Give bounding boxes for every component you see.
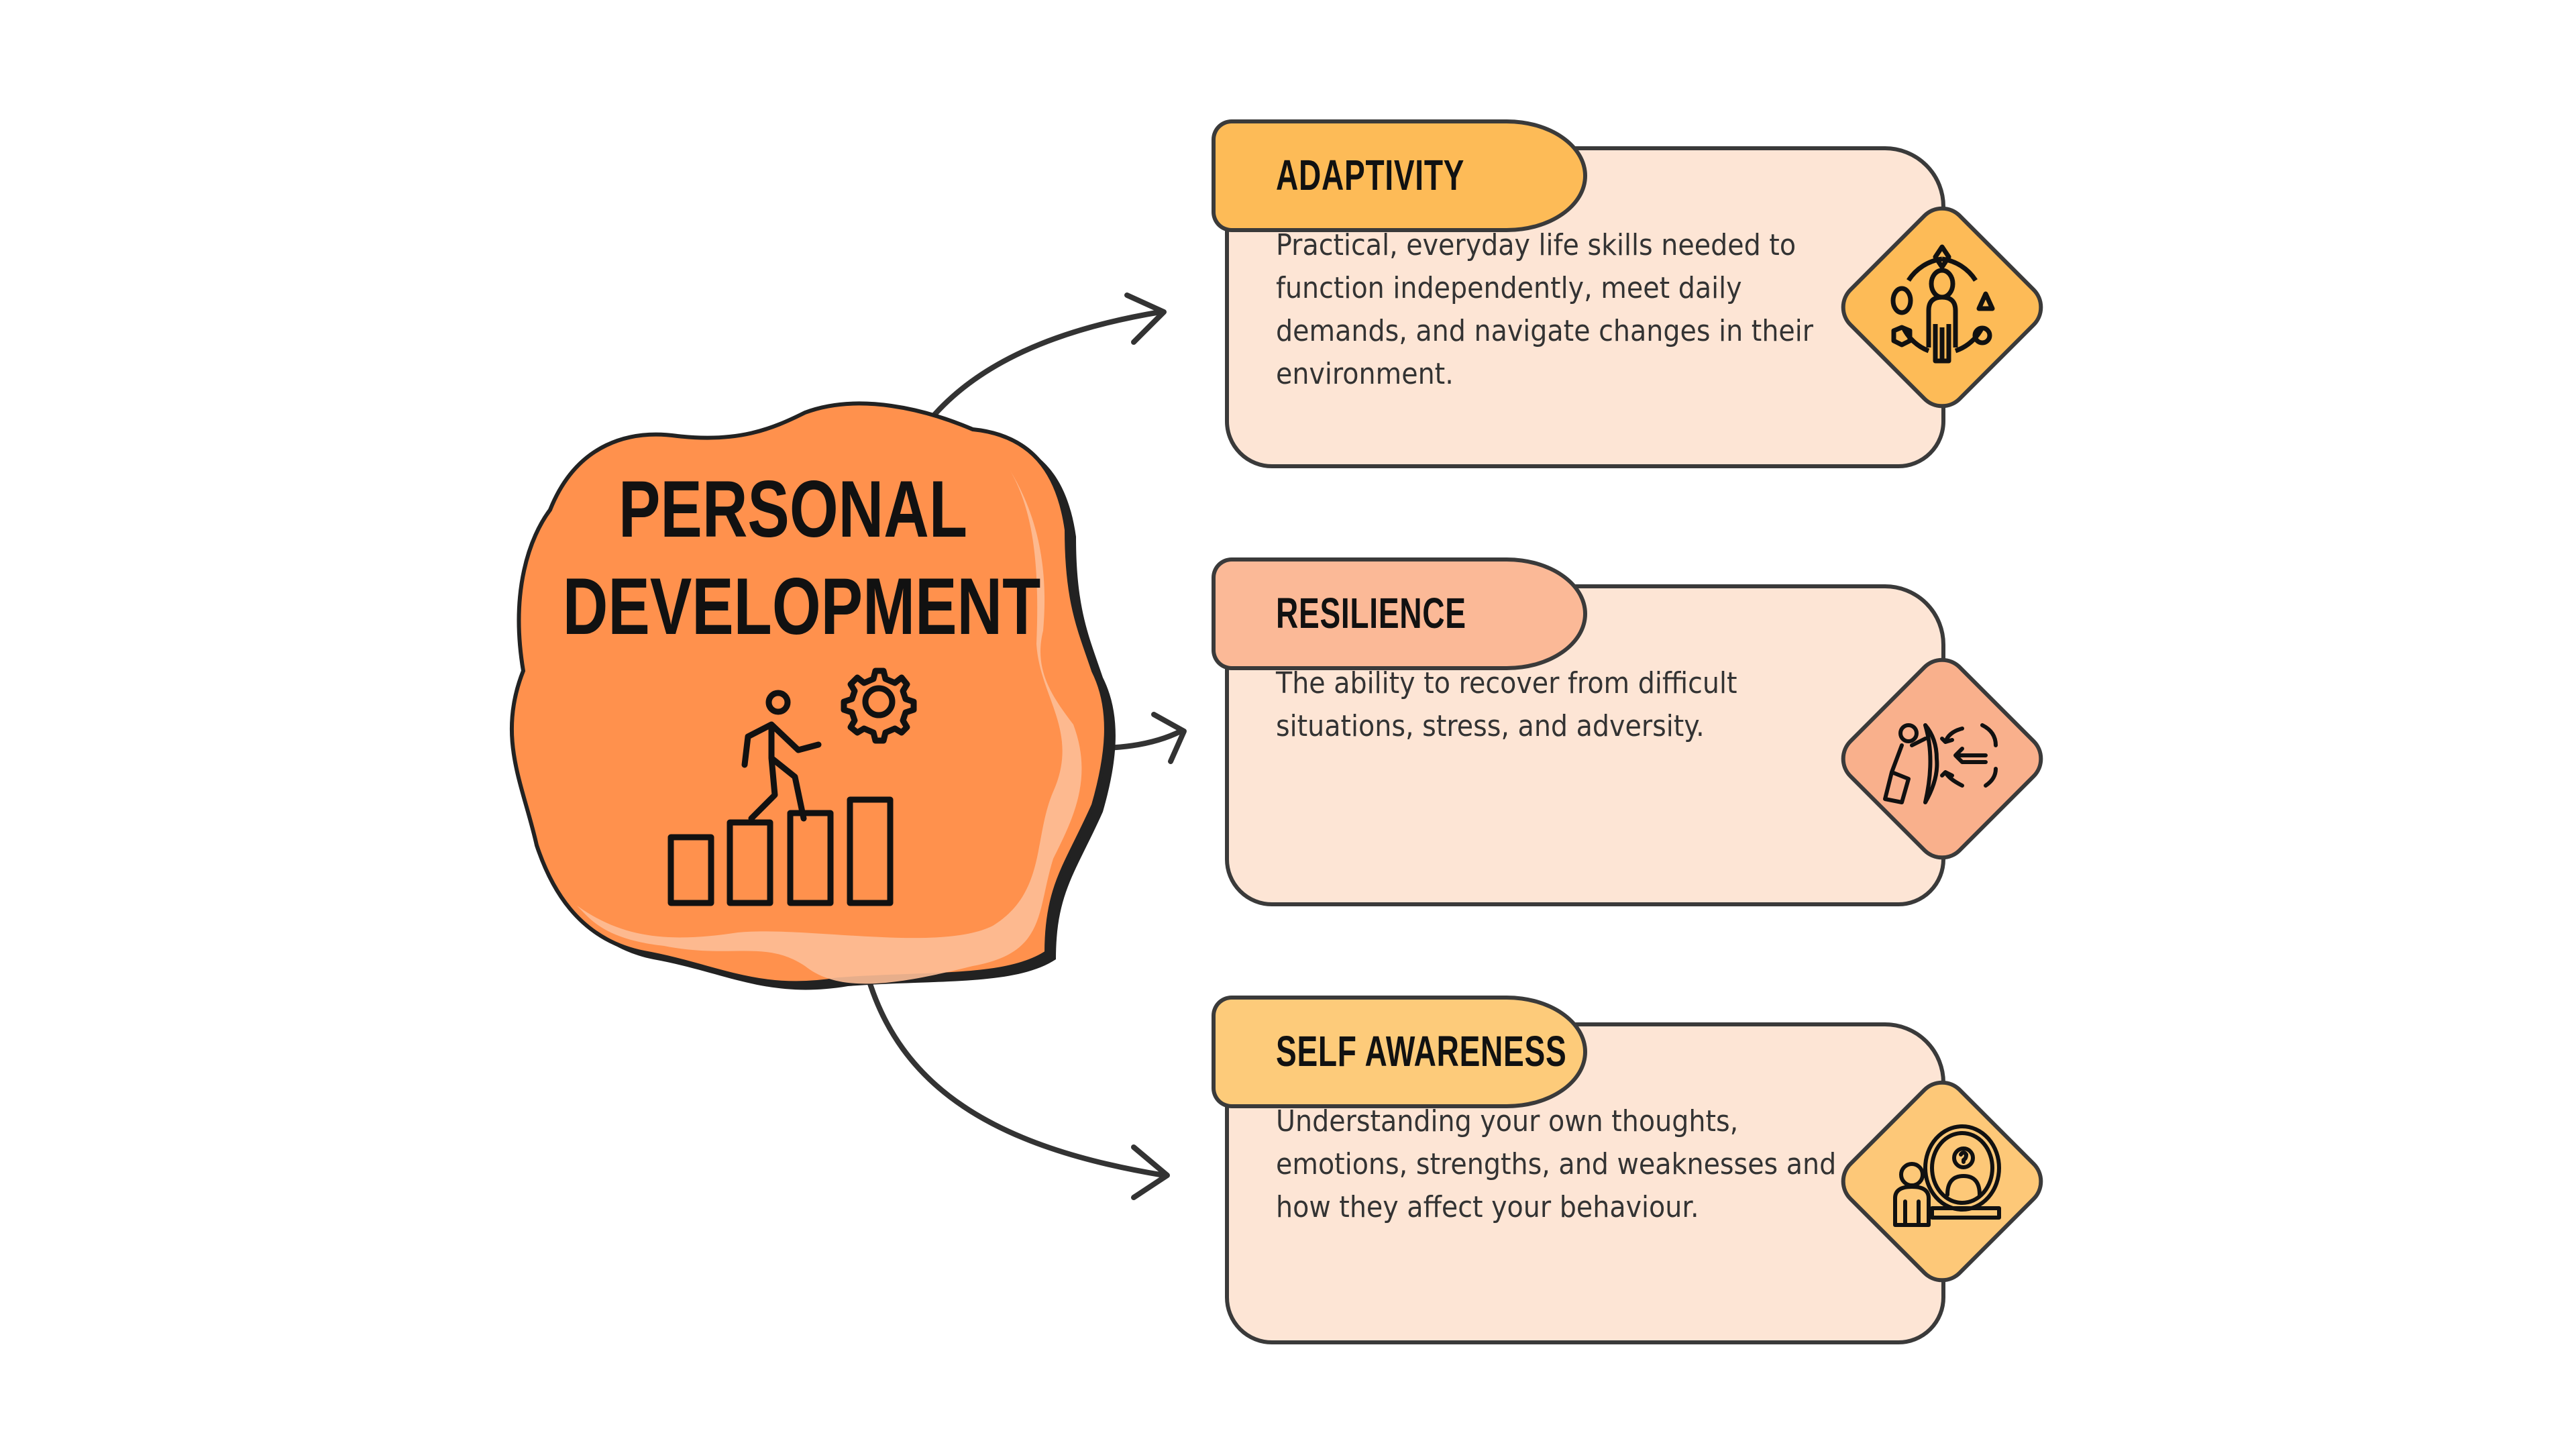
self-awareness-title: SELF AWARENESS [1276,1027,1567,1075]
arrowhead-self-awareness [1131,1144,1170,1200]
arrowhead-adaptivity [1124,292,1167,345]
resilience-title: RESILIENCE [1276,589,1466,637]
adaptivity-description: Practical, everyday life skills needed t… [1276,228,1814,391]
person-mirror-question-icon [1893,1124,2001,1227]
resilience-tab: RESILIENCE [1212,557,1587,670]
climbing-steps-gear-icon [667,667,917,906]
arrow-to-self-awareness [864,970,1167,1178]
self-awareness-tab: SELF AWARENESS [1212,996,1587,1108]
arrowhead-resilience [1151,712,1187,764]
adaptivity-title: ADAPTIVITY [1276,151,1465,199]
resilience-description: The ability to recover from difficult si… [1276,666,1737,743]
center-title-line2: DEVELOPMENT [562,562,1041,651]
center-title-line1: PERSONAL [618,464,968,554]
arrow-to-adaptivity [920,309,1163,432]
center-blob [509,401,1116,990]
person-adapting-circle-icon [1890,244,1995,364]
self-awareness-description: Understanding your own thoughts, emotion… [1276,1104,1837,1224]
person-shield-arrows-icon [1883,723,1998,804]
adaptivity-tab: ADAPTIVITY [1212,119,1587,232]
